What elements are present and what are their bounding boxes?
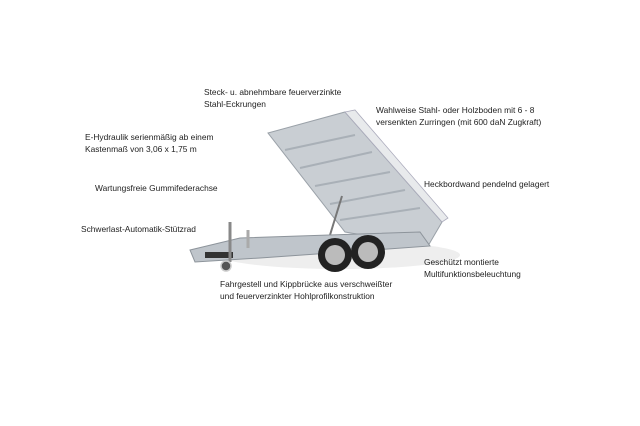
annotation-line: Kastenmaß von 3,06 x 1,75 m	[85, 144, 197, 154]
hydraulic-cylinder	[329, 195, 343, 236]
bed-ribs	[284, 134, 421, 221]
annotation-line: Wahlweise Stahl- oder Holzboden mit 6 - …	[376, 105, 535, 115]
annotation-line: E-Hydraulik serienmäßig ab einem	[85, 132, 214, 142]
annotation-jockey-wheel: Schwerlast-Automatik-Stützrad	[81, 224, 196, 234]
annotation-lighting: Geschützt montierte Multifunktionsbeleuc…	[424, 256, 521, 280]
annotation-line: Stahl-Eckrungen	[204, 99, 266, 109]
annotation-line: versenkten Zurringen (mit 600 daN Zugkra…	[376, 117, 542, 127]
annotation-line: Fahrgestell und Kippbrücke aus verschwei…	[220, 279, 393, 289]
jockey-wheel	[220, 260, 232, 272]
annotation-axle: Wartungsfreie Gummifederachse	[95, 183, 218, 193]
annotation-hydraulics: E-Hydraulik serienmäßig ab einem Kastenm…	[85, 131, 213, 155]
annotation-line: und feuerverzinkter Hohlprofilkonstrukti…	[220, 291, 375, 301]
annotation-corner-posts: Steck- u. abnehmbare feuerverzinkte Stah…	[204, 86, 341, 110]
annotation-tailgate: Heckbordwand pendelnd gelagert	[424, 179, 550, 189]
side-wall	[344, 109, 449, 223]
label-plate	[205, 252, 233, 258]
annotation-line: Steck- u. abnehmbare feuerverzinkte	[204, 87, 342, 97]
annotation-line: Geschützt montierte	[424, 257, 499, 267]
annotation-floor: Wahlweise Stahl- oder Holzboden mit 6 - …	[376, 104, 541, 128]
annotation-line: Multifunktionsbeleuchtung	[424, 269, 521, 279]
annotation-chassis: Fahrgestell und Kippbrücke aus verschwei…	[220, 278, 392, 302]
wheels	[318, 235, 385, 272]
